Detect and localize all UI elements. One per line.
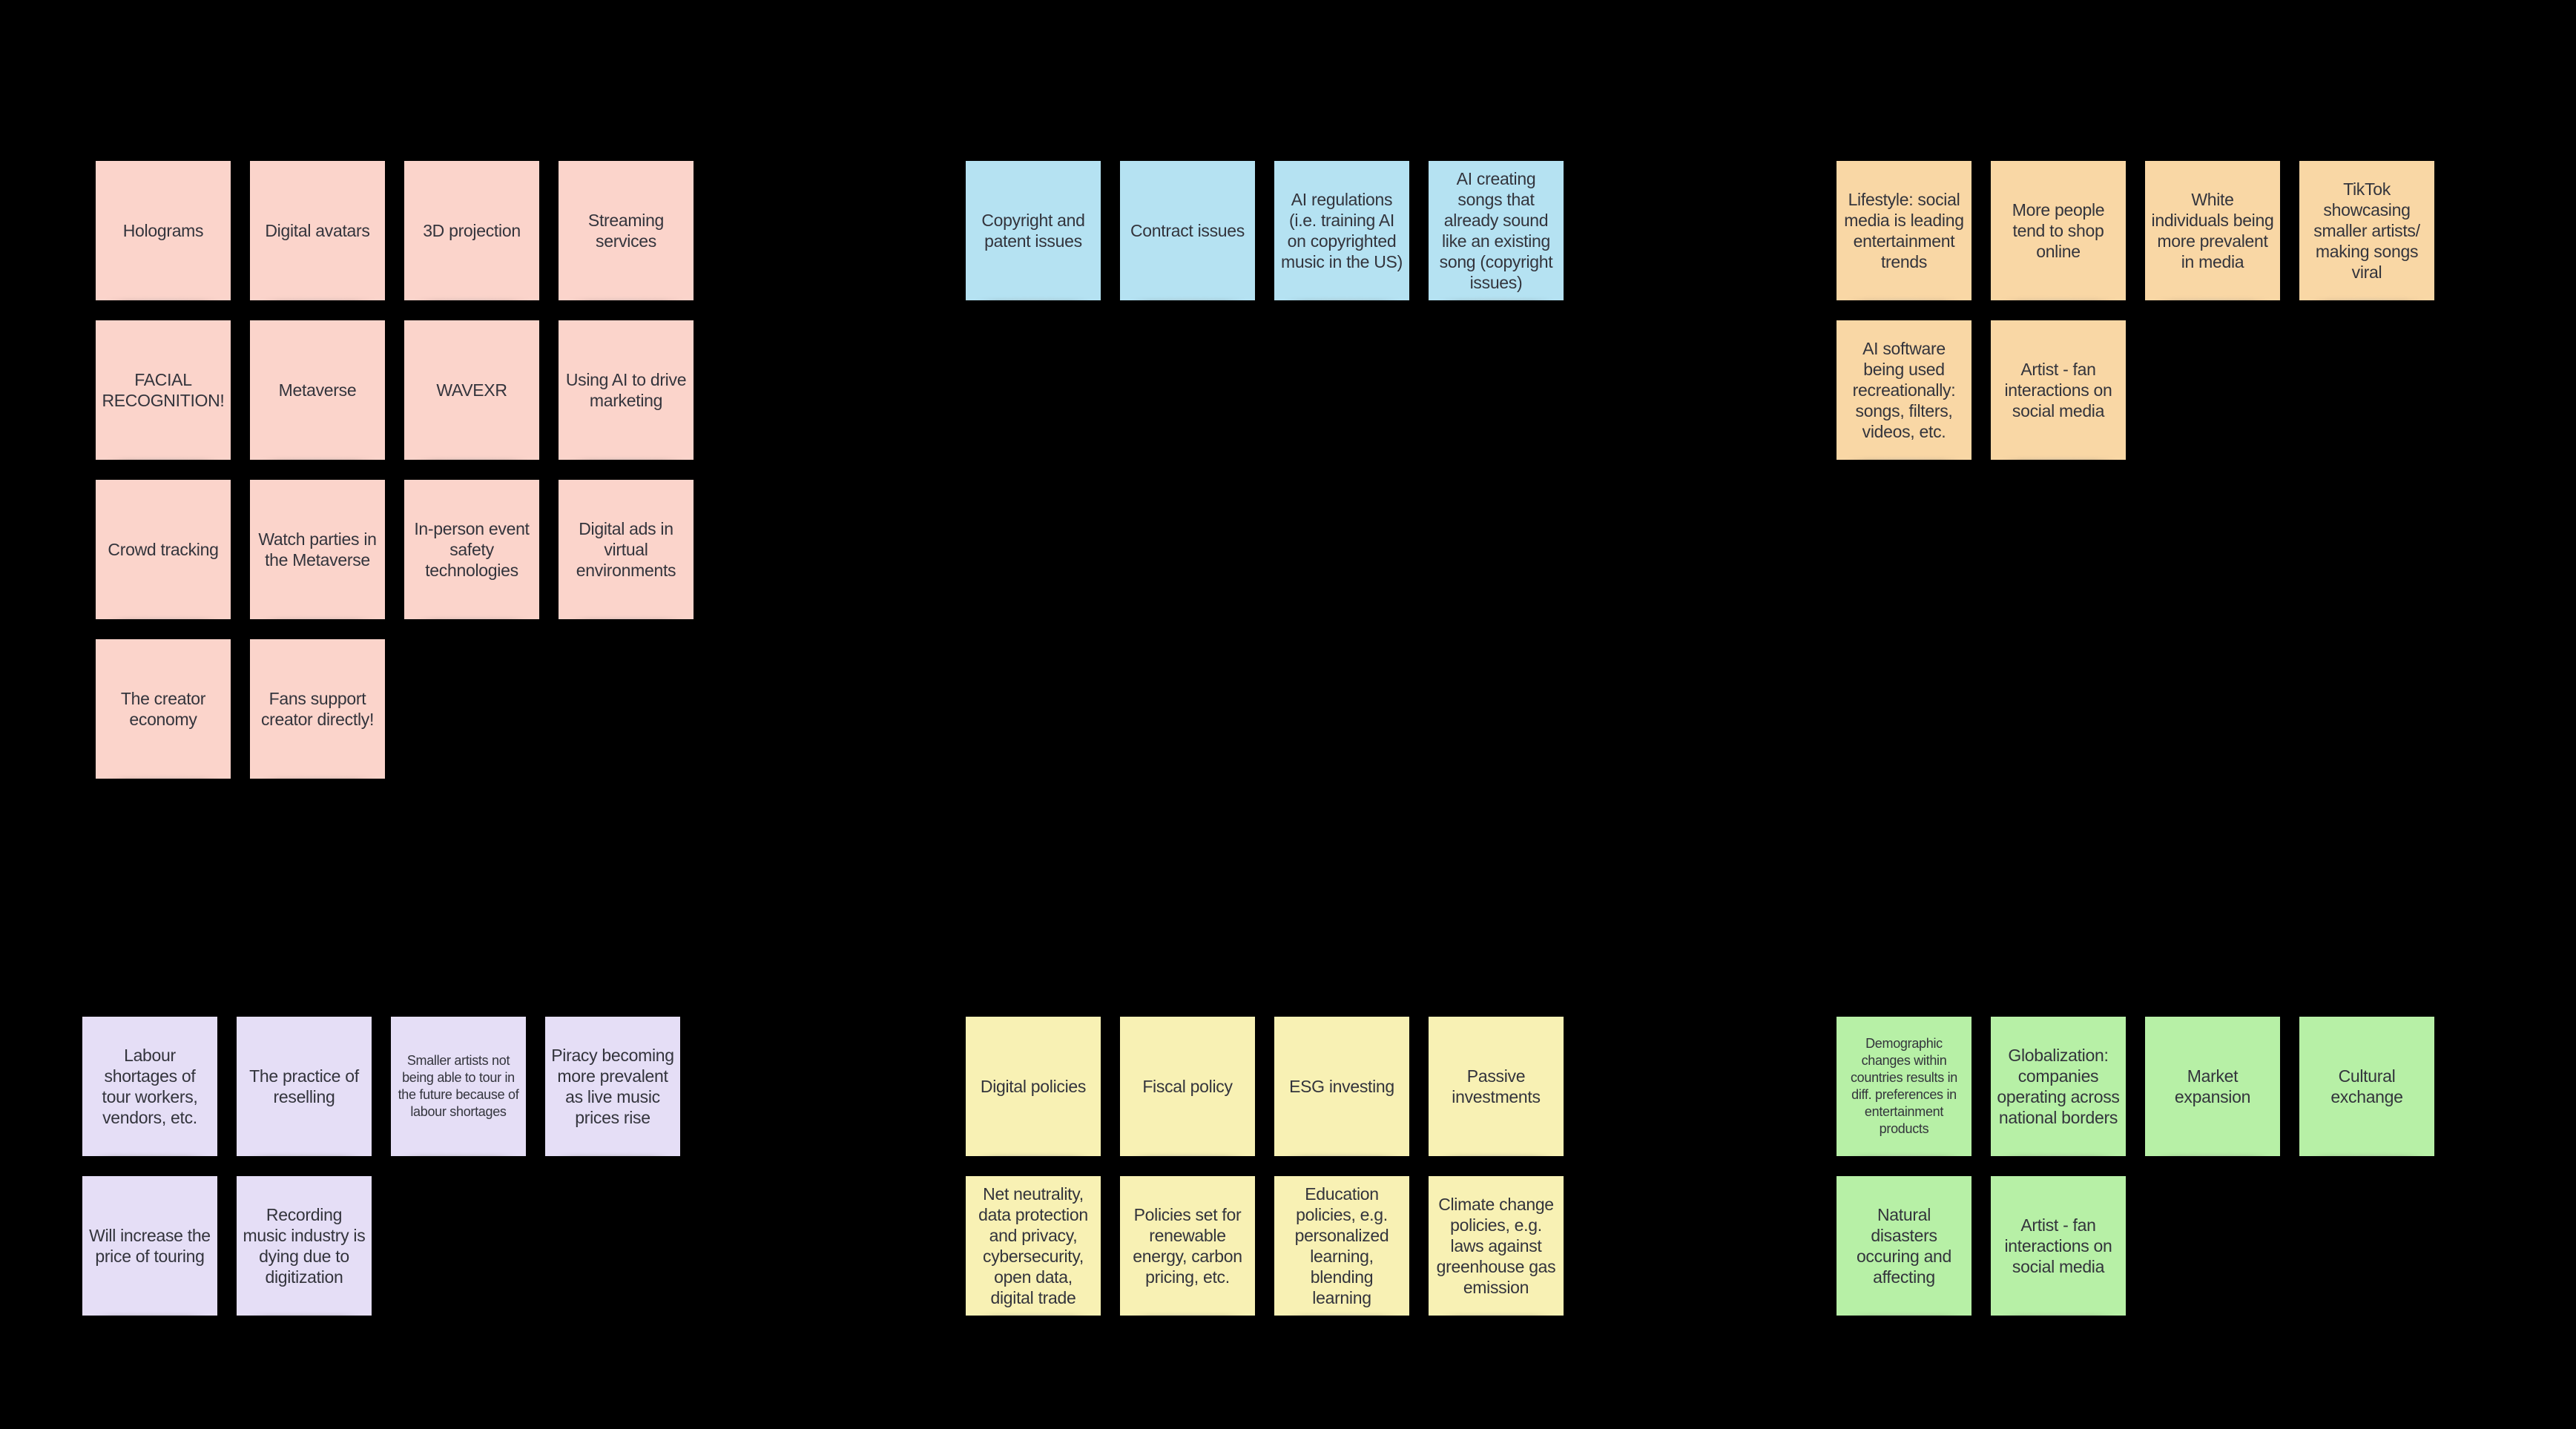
note-group-blue: Copyright and patent issues Contract issu… xyxy=(966,161,1564,300)
sticky-note[interactable]: More people tend to shop online xyxy=(1991,161,2126,300)
sticky-note-text: Net neutrality, data protection and priv… xyxy=(978,1184,1088,1308)
sticky-note[interactable]: Labour shortages of tour workers, vendor… xyxy=(82,1017,217,1156)
sticky-note[interactable]: Will increase the price of touring xyxy=(82,1176,217,1316)
sticky-note[interactable]: Streaming services xyxy=(559,161,694,300)
sticky-note-text: Demographic changes within countries res… xyxy=(1850,1035,1958,1137)
sticky-note[interactable]: Policies set for renewable energy, carbo… xyxy=(1120,1176,1255,1316)
sticky-note-text: Passive investments xyxy=(1452,1066,1541,1106)
sticky-note[interactable]: AI creating songs that already sound lik… xyxy=(1429,161,1564,300)
sticky-note[interactable]: Digital avatars xyxy=(250,161,385,300)
sticky-note-text: More people tend to shop online xyxy=(2012,199,2105,262)
note-group-orange: Lifestyle: social media is leading enter… xyxy=(1837,161,2434,460)
sticky-note[interactable]: The practice of reselling xyxy=(237,1017,372,1156)
sticky-note-text: Fiscal policy xyxy=(1142,1076,1233,1096)
sticky-note[interactable]: AI regulations (i.e. training AI on copy… xyxy=(1274,161,1409,300)
sticky-note-text: The creator economy xyxy=(120,688,206,729)
sticky-note-text: Copyright and patent issues xyxy=(981,210,1085,251)
sticky-note[interactable]: In-person event safety technologies xyxy=(404,480,539,619)
sticky-note-text: Using AI to drive marketing xyxy=(565,369,687,410)
sticky-note[interactable]: Lifestyle: social media is leading enter… xyxy=(1837,161,1971,300)
sticky-note-text: Policies set for renewable energy, carbo… xyxy=(1133,1204,1242,1287)
sticky-note-text: AI creating songs that already sound lik… xyxy=(1439,168,1553,293)
sticky-note[interactable]: TikTok showcasing smaller artists/ makin… xyxy=(2299,161,2434,300)
sticky-note[interactable]: 3D projection xyxy=(404,161,539,300)
sticky-note-text: TikTok showcasing smaller artists/ makin… xyxy=(2313,179,2420,283)
sticky-note-text: AI regulations (i.e. training AI on copy… xyxy=(1281,189,1403,272)
sticky-note[interactable]: Digital ads in virtual environments xyxy=(559,480,694,619)
sticky-note[interactable]: Using AI to drive marketing xyxy=(559,320,694,460)
sticky-note-text: Streaming services xyxy=(587,210,665,251)
sticky-note[interactable]: Digital policies xyxy=(966,1017,1101,1156)
sticky-note-text: Crowd tracking xyxy=(108,539,219,559)
sticky-note-text: Globalization: companies operating acros… xyxy=(1997,1045,2120,1128)
sticky-note-text: Holograms xyxy=(122,220,204,240)
sticky-note[interactable]: Fiscal policy xyxy=(1120,1017,1255,1156)
sticky-note-text: Digital avatars xyxy=(265,220,370,240)
sticky-note[interactable]: Copyright and patent issues xyxy=(966,161,1101,300)
sticky-note[interactable]: Cultural exchange xyxy=(2299,1017,2434,1156)
sticky-note[interactable]: AI software being used recreationally: s… xyxy=(1837,320,1971,460)
sticky-note-text: Digital ads in virtual environments xyxy=(576,518,676,581)
sticky-note[interactable]: Watch parties in the Metaverse xyxy=(250,480,385,619)
sticky-note-text: Smaller artists not being able to tour i… xyxy=(398,1052,519,1120)
sticky-note[interactable]: FACIAL RECOGNITION! xyxy=(96,320,231,460)
sticky-note-text: White individuals being more prevalent i… xyxy=(2151,189,2274,272)
sticky-note-text: FACIAL RECOGNITION! xyxy=(102,369,225,410)
sticky-note[interactable]: Net neutrality, data protection and priv… xyxy=(966,1176,1101,1316)
sticky-note[interactable]: The creator economy xyxy=(96,639,231,779)
sticky-note[interactable]: WAVEXR xyxy=(404,320,539,460)
sticky-note[interactable]: Climate change policies, e.g. laws again… xyxy=(1429,1176,1564,1316)
sticky-note[interactable]: Contract issues xyxy=(1120,161,1255,300)
sticky-note[interactable]: Market expansion xyxy=(2145,1017,2280,1156)
sticky-note-text: WAVEXR xyxy=(436,380,507,400)
sticky-note-text: Watch parties in the Metaverse xyxy=(258,529,377,570)
sticky-note-text: Metaverse xyxy=(278,380,357,400)
sticky-note-text: Artist - fan interactions on social medi… xyxy=(2004,1215,2112,1277)
sticky-note-text: In-person event safety technologies xyxy=(414,518,530,581)
sticky-note-text: Market expansion xyxy=(2174,1066,2251,1106)
sticky-note-text: ESG investing xyxy=(1289,1076,1394,1096)
sticky-note-text: Education policies, e.g. personalized le… xyxy=(1294,1184,1389,1308)
sticky-note-text: AI software being used recreationally: s… xyxy=(1852,338,1956,442)
sticky-note[interactable]: Holograms xyxy=(96,161,231,300)
sticky-note-text: Fans support creator directly! xyxy=(260,688,375,729)
note-group-yellow: Digital policies Fiscal policy ESG investi… xyxy=(966,1017,1564,1316)
sticky-note-text: Lifestyle: social media is leading enter… xyxy=(1844,189,1964,272)
sticky-note[interactable]: Piracy becoming more prevalent as live m… xyxy=(545,1017,680,1156)
sticky-note[interactable]: Artist - fan interactions on social medi… xyxy=(1991,1176,2126,1316)
sticky-note-text: Digital policies xyxy=(980,1076,1087,1096)
sticky-note[interactable]: Natural disasters occuring and affecting xyxy=(1837,1176,1971,1316)
sticky-note-text: Artist - fan interactions on social medi… xyxy=(2004,359,2112,421)
sticky-note-text: 3D projection xyxy=(423,220,521,240)
sticky-note[interactable]: Demographic changes within countries res… xyxy=(1837,1017,1971,1156)
sticky-note[interactable]: Passive investments xyxy=(1429,1017,1564,1156)
note-group-green: Demographic changes within countries res… xyxy=(1837,1017,2434,1316)
sticky-note[interactable]: Fans support creator directly! xyxy=(250,639,385,779)
sticky-note-text: Natural disasters occuring and affecting xyxy=(1856,1204,1952,1287)
note-group-purple: Labour shortages of tour workers, vendor… xyxy=(82,1017,680,1316)
sticky-note[interactable]: Metaverse xyxy=(250,320,385,460)
sticky-note[interactable]: Education policies, e.g. personalized le… xyxy=(1274,1176,1409,1316)
sticky-note[interactable]: Artist - fan interactions on social medi… xyxy=(1991,320,2126,460)
sticky-note-text: Piracy becoming more prevalent as live m… xyxy=(551,1045,674,1128)
sticky-note-text: Recording music industry is dying due to… xyxy=(243,1204,366,1287)
sticky-note-text: Cultural exchange xyxy=(2330,1066,2403,1106)
note-group-pink: Holograms Digital avatars 3D projection Str… xyxy=(96,161,694,779)
sticky-note[interactable]: White individuals being more prevalent i… xyxy=(2145,161,2280,300)
sticky-note-text: Climate change policies, e.g. laws again… xyxy=(1436,1194,1556,1298)
sticky-note[interactable]: Globalization: companies operating acros… xyxy=(1991,1017,2126,1156)
sticky-note[interactable]: Crowd tracking xyxy=(96,480,231,619)
sticky-note[interactable]: Recording music industry is dying due to… xyxy=(237,1176,372,1316)
sticky-note-text: Contract issues xyxy=(1130,220,1245,240)
sticky-note-text: The practice of reselling xyxy=(249,1066,359,1106)
sticky-note[interactable]: ESG investing xyxy=(1274,1017,1409,1156)
sticky-note-text: Labour shortages of tour workers, vendor… xyxy=(102,1045,198,1128)
sticky-note-text: Will increase the price of touring xyxy=(89,1225,211,1266)
sticky-note[interactable]: Smaller artists not being able to tour i… xyxy=(391,1017,526,1156)
